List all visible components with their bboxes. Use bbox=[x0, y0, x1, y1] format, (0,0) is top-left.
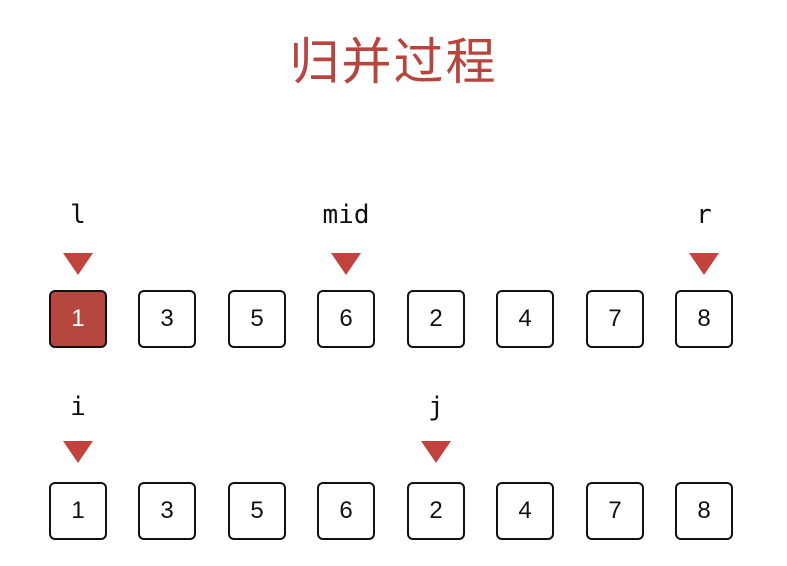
pointer-label-mid: mid bbox=[322, 200, 370, 230]
pointer-arrow-icon bbox=[63, 441, 93, 463]
pointer-label-i: i bbox=[70, 392, 86, 422]
row1-cell: 4 bbox=[496, 290, 554, 348]
row2-cell: 5 bbox=[228, 482, 286, 540]
row1-cell: 5 bbox=[228, 290, 286, 348]
row2-cell: 3 bbox=[138, 482, 196, 540]
pointer-arrow-icon bbox=[331, 253, 361, 275]
row1-cell: 2 bbox=[407, 290, 465, 348]
row2-cell: 1 bbox=[49, 482, 107, 540]
row2-cell: 8 bbox=[675, 482, 733, 540]
row1-cell: 6 bbox=[317, 290, 375, 348]
row2-cell: 4 bbox=[496, 482, 554, 540]
row1-cell: 8 bbox=[675, 290, 733, 348]
row2-cell: 7 bbox=[586, 482, 644, 540]
row1-cell: 7 bbox=[586, 290, 644, 348]
pointer-arrow-icon bbox=[421, 441, 451, 463]
pointer-label-r: r bbox=[696, 200, 712, 230]
pointer-arrow-icon bbox=[63, 253, 93, 275]
pointer-label-j: j bbox=[428, 392, 444, 422]
pointer-arrow-icon bbox=[689, 253, 719, 275]
row2-cell: 6 bbox=[317, 482, 375, 540]
pointer-label-l: l bbox=[70, 200, 86, 230]
row1-cell: 1 bbox=[49, 290, 107, 348]
diagram-title: 归并过程 bbox=[289, 33, 498, 91]
row2-cell: 2 bbox=[407, 482, 465, 540]
row1-cell: 3 bbox=[138, 290, 196, 348]
